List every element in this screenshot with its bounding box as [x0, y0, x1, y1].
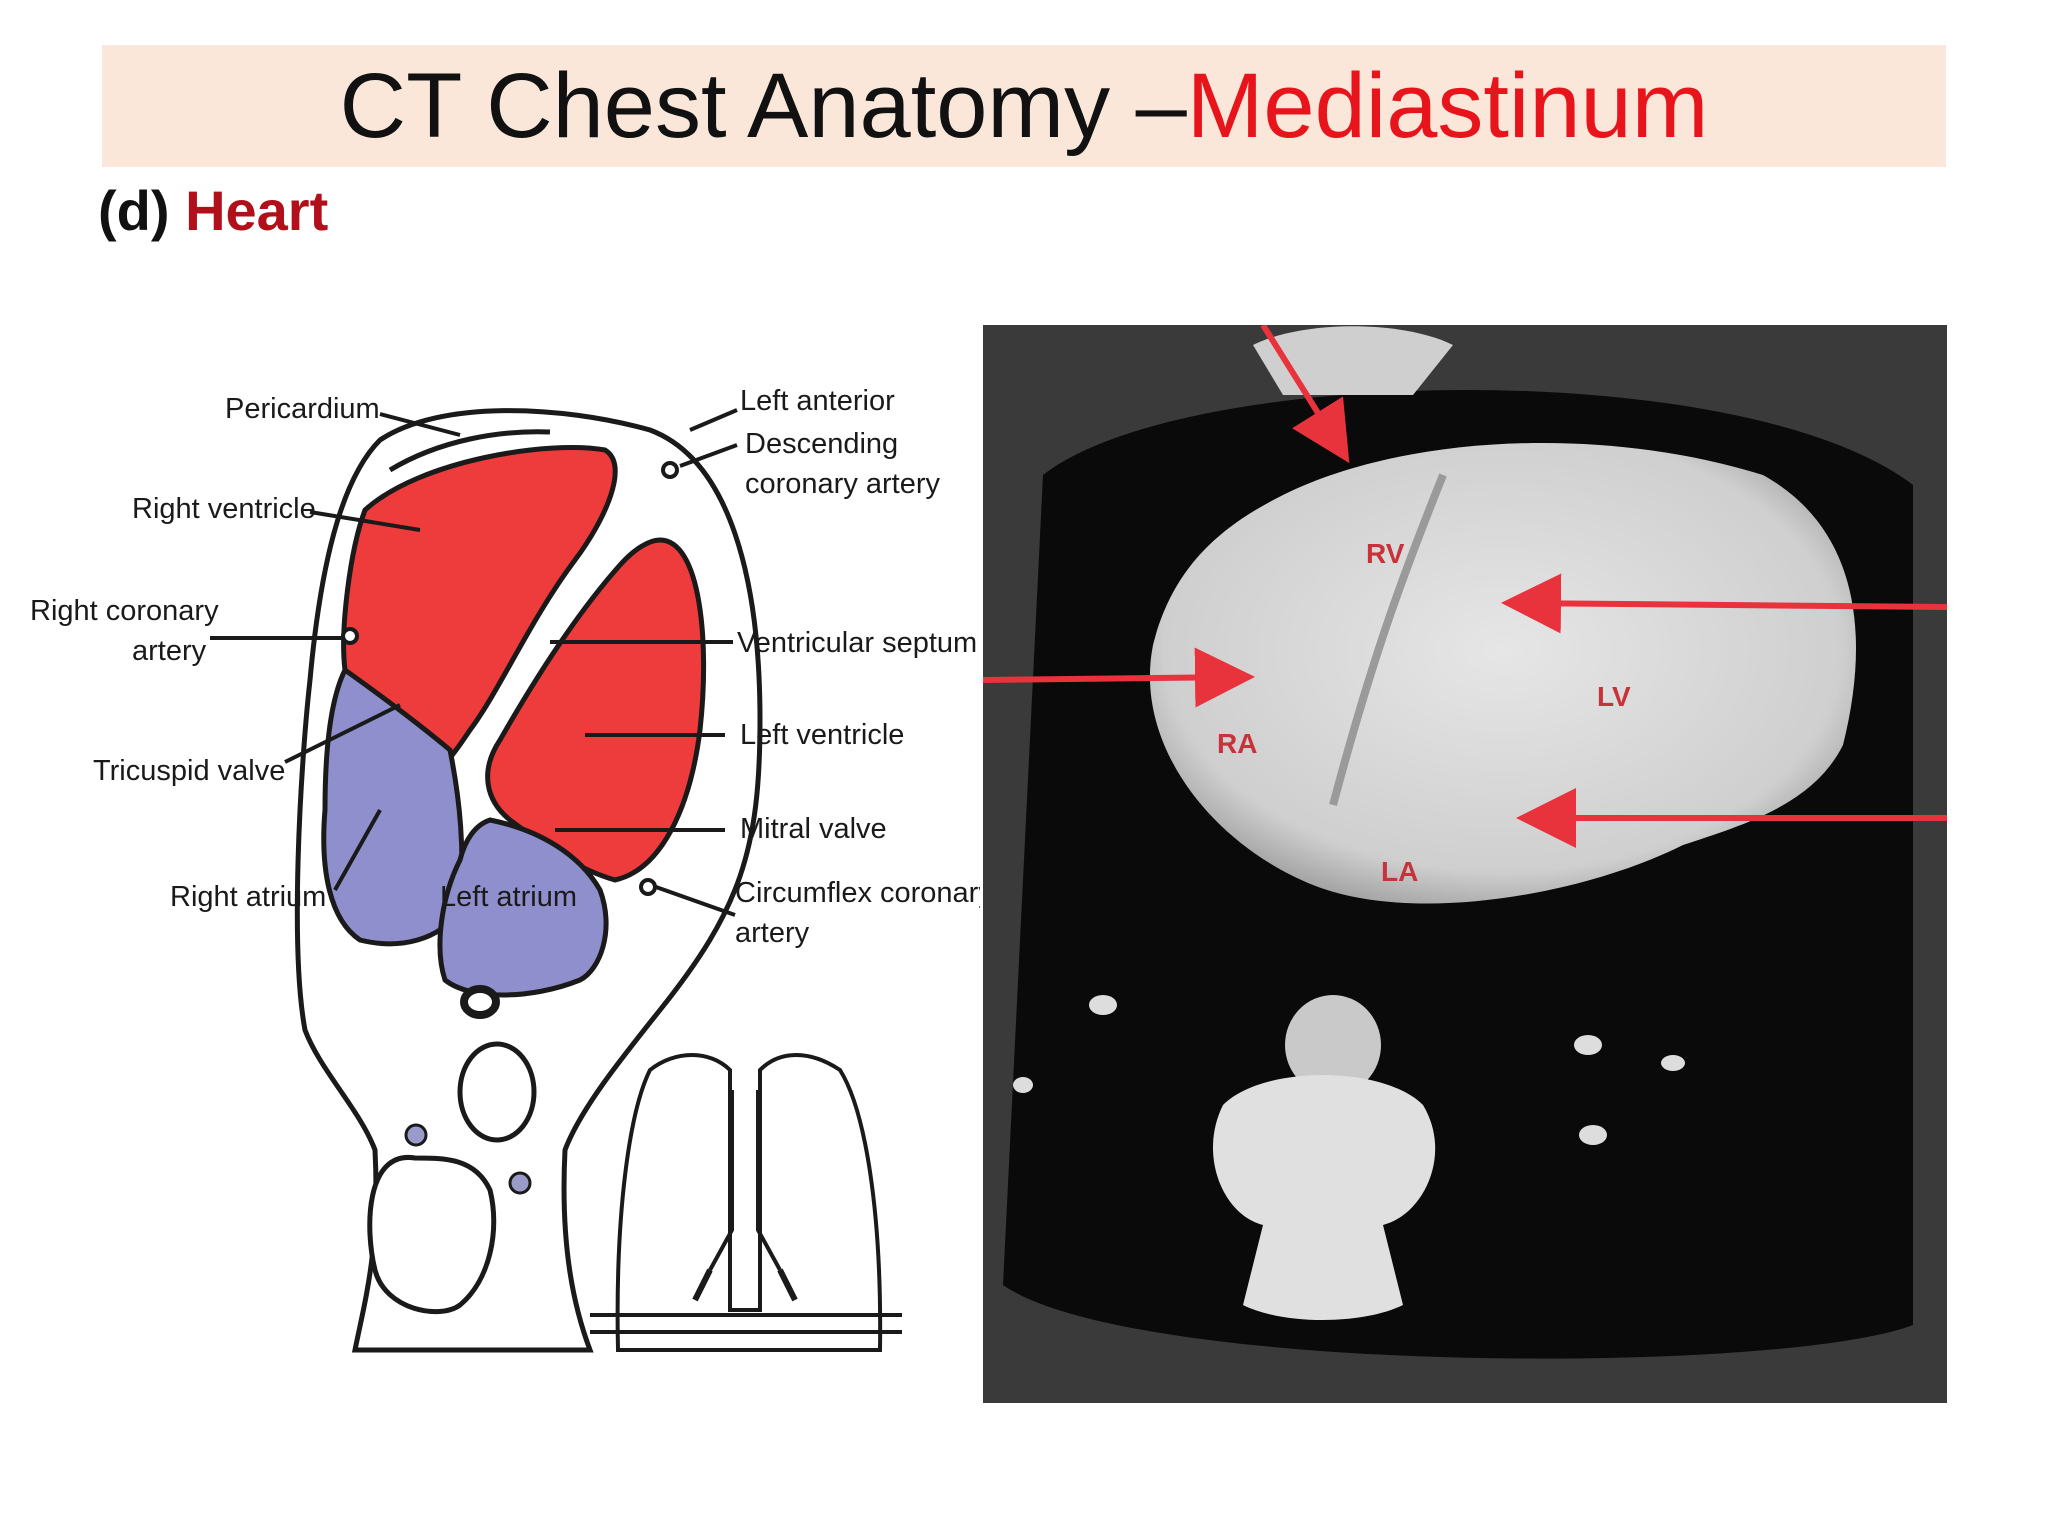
- title-accent-text: Mediastinum: [1186, 54, 1709, 157]
- label-pericardium: Pericardium: [225, 393, 380, 425]
- lung-vessel: [1574, 1035, 1602, 1055]
- ct-axial-heart-image: RV LV RA LA: [983, 325, 1947, 1403]
- vertebral-body: [367, 1155, 497, 1314]
- left-atrium-shape: [437, 817, 609, 998]
- ct-label-lv: LV: [1597, 681, 1631, 712]
- septum-line: [1329, 473, 1447, 807]
- label-left-anterior: Left anterior: [740, 385, 895, 417]
- esophagus-ring: [460, 985, 500, 1019]
- pericardium-line: [388, 429, 551, 473]
- label-right-atrium: Right atrium: [170, 881, 326, 913]
- label-circumflex-coronary: Circumflex coronary: [735, 877, 980, 909]
- right-coronary-artery-dot: [341, 627, 359, 645]
- descending-aorta: [457, 1041, 537, 1143]
- label-coronary-artery: coronary artery: [745, 468, 941, 500]
- leader-lines: [210, 408, 738, 917]
- circumflex-artery-dot: [639, 878, 657, 896]
- aorta-ct: [1285, 995, 1381, 1095]
- heart-silhouette: [1149, 442, 1857, 904]
- label-ventricular-septum: Ventricular septum: [737, 627, 977, 659]
- section-subtitle: (d) Heart: [98, 178, 328, 243]
- label-mitral-valve: Mitral valve: [740, 813, 887, 845]
- label-right-coronary-artery: artery: [132, 635, 207, 667]
- ct-label-rv: RV: [1366, 538, 1405, 569]
- subtitle-accent: Heart: [185, 179, 329, 242]
- lung-vessel: [1579, 1125, 1607, 1145]
- lad-artery-dot: [661, 461, 679, 479]
- subtitle-prefix: (d): [98, 179, 186, 242]
- ct-label-la: LA: [1381, 856, 1418, 887]
- label-descending: Descending: [745, 428, 898, 460]
- sternum: [1253, 326, 1453, 395]
- title-bar: CT Chest Anatomy – Mediastinum: [102, 45, 1946, 167]
- label-tricuspid-valve: Tricuspid valve: [93, 755, 285, 787]
- lung-vessel: [1661, 1055, 1685, 1071]
- lung-inset: [590, 1053, 902, 1352]
- hemiazygos-vein-dot: [508, 1171, 532, 1195]
- lung-vessel: [1013, 1077, 1033, 1093]
- label-right-ventricle: Right ventricle: [132, 493, 316, 525]
- vertebra-ct: [1212, 1075, 1436, 1320]
- azygos-vein-dot: [404, 1123, 428, 1147]
- label-left-ventricle: Left ventricle: [740, 719, 904, 751]
- ct-label-ra: RA: [1217, 728, 1257, 759]
- ct-arrows: [983, 325, 1947, 848]
- label-right-coronary: Right coronary: [30, 595, 219, 627]
- right-atrium-shape: [321, 666, 465, 947]
- chest-wall: [983, 325, 1947, 1403]
- label-left-atrium: Left atrium: [440, 881, 577, 913]
- label-circumflex-artery: artery: [735, 917, 810, 949]
- title-text: CT Chest Anatomy –: [339, 54, 1187, 157]
- lung-vessel: [1089, 995, 1117, 1015]
- heart-schematic-diagram: Pericardium Left anterior Descending cor…: [30, 385, 980, 1353]
